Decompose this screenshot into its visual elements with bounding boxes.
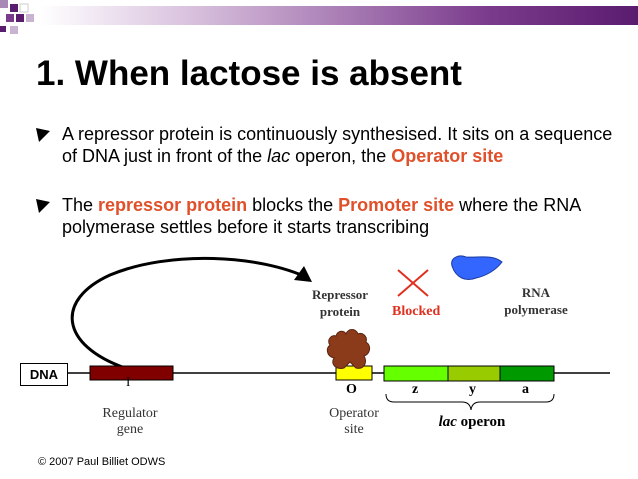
rna-polymerase-icon xyxy=(451,255,503,280)
slide-title: 1. When lactose is absent xyxy=(36,54,462,93)
gene-z-label: z xyxy=(412,382,419,397)
dna-label: DNA xyxy=(20,363,68,386)
bullet-1-text-a: A repressor protein is continuously synt… xyxy=(62,124,613,166)
bullet-2-text-c: where the RNA polymerase settles before … xyxy=(62,195,581,237)
operon-word: operon xyxy=(456,414,506,430)
bullet-2-text-b: blocks the xyxy=(247,195,339,215)
bullet-text-2: The repressor protein blocks the Promote… xyxy=(62,194,622,238)
blocked-cross-line-2 xyxy=(397,269,429,297)
rna-polymerase-label: RNA polymerase xyxy=(486,284,586,318)
regulator-gene-label: Regulator gene xyxy=(80,406,180,438)
rna-label-line-1: RNA xyxy=(521,285,551,300)
operator-site-label: Operator site xyxy=(304,406,404,438)
bullet-square-icon xyxy=(36,199,50,213)
highlight-promoter-site: Promoter site xyxy=(338,195,455,215)
synthesis-arrow xyxy=(70,256,309,370)
arrow-head-icon xyxy=(294,266,312,282)
regulator-label-line-2: gene xyxy=(116,422,144,437)
gene-z-block xyxy=(383,365,449,382)
bullet-square-icon xyxy=(36,128,50,142)
rna-label-line-2: polymerase xyxy=(504,302,568,317)
bullet-1-text-b: operon, the xyxy=(290,146,392,166)
header-gradient-bar xyxy=(40,6,638,25)
regulator-mark: I xyxy=(126,374,131,389)
operon-brace xyxy=(385,393,555,411)
operator-label-line-1: Operator xyxy=(329,406,379,421)
repressor-label-line-1: Repressor xyxy=(311,287,369,302)
bullet-2-text-a: The xyxy=(62,195,99,215)
operator-mark: O xyxy=(346,382,357,397)
bullet-text-1: A repressor protein is continuously synt… xyxy=(62,123,622,167)
regulator-gene-block xyxy=(89,365,174,381)
bullet-1-lac-italic: lac xyxy=(267,146,291,166)
gene-a-label: a xyxy=(522,382,529,397)
gene-y-label: y xyxy=(469,382,476,397)
copyright-notice: © 2007 Paul Billiet ODWS xyxy=(38,456,166,468)
repressor-protein-icon xyxy=(326,329,371,369)
highlight-operator-site: Operator site xyxy=(391,146,504,166)
repressor-protein-label: Repressor protein xyxy=(292,286,388,320)
repressor-label-line-2: protein xyxy=(319,304,361,319)
corner-squares-decoration xyxy=(0,0,34,34)
gene-y-block xyxy=(447,365,501,382)
blocked-label: Blocked xyxy=(392,304,441,319)
regulator-label-line-1: Regulator xyxy=(102,406,158,421)
highlight-repressor-protein: repressor protein xyxy=(98,195,248,215)
lac-operon-label: lac operon xyxy=(414,414,530,431)
gene-a-block xyxy=(499,365,555,382)
operator-label-line-2: site xyxy=(344,422,364,437)
lac-italic: lac xyxy=(438,414,457,430)
